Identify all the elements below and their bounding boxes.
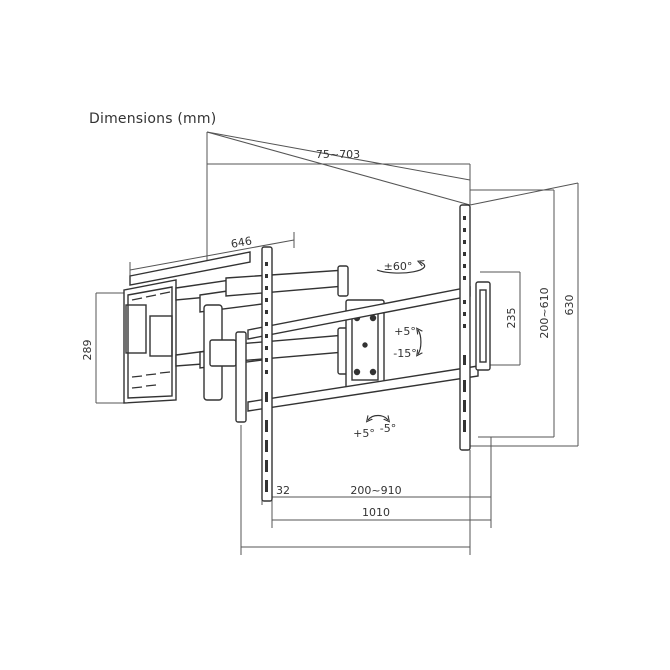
- vertical-arm-right: [459, 204, 471, 451]
- label-arm-extension: 75~703: [316, 148, 360, 161]
- label-overall-height: 630: [563, 295, 576, 316]
- swing-arms: [199, 265, 349, 423]
- swivel-arrow-icon: [376, 262, 426, 274]
- label-wall-plate-height: 289: [81, 340, 94, 361]
- label-overall-width: 1010: [362, 506, 390, 519]
- horizontal-rails: [247, 281, 491, 412]
- tilt-arrow-icon: [418, 330, 421, 354]
- label-rotation-right: -5°: [380, 422, 396, 435]
- label-rotation-left: +5°: [353, 427, 375, 440]
- vertical-arm-left: [261, 246, 273, 502]
- dim-wall-plate-width-line: [129, 239, 295, 271]
- label-vesa-vertical: 200~610: [538, 287, 551, 338]
- dimension-labels: 75~703 646 289 ±60° +5° -15° +5° -5° 235…: [81, 148, 576, 519]
- label-min-vesa-height: 235: [505, 308, 518, 329]
- label-tilt-up: +5°: [394, 325, 416, 338]
- label-swivel: ±60°: [384, 260, 413, 273]
- motion-arrows: [368, 262, 426, 420]
- wall-plate: [123, 251, 251, 404]
- label-vesa-horizontal: 200~910: [350, 484, 401, 497]
- label-tilt-down: -15°: [393, 347, 416, 360]
- label-wall-plate-width: 646: [230, 234, 253, 250]
- label-arm-spacing: 32: [276, 484, 290, 497]
- rotation-arrow-icon: [368, 414, 388, 420]
- diagram-title: Dimensions (mm): [89, 111, 217, 127]
